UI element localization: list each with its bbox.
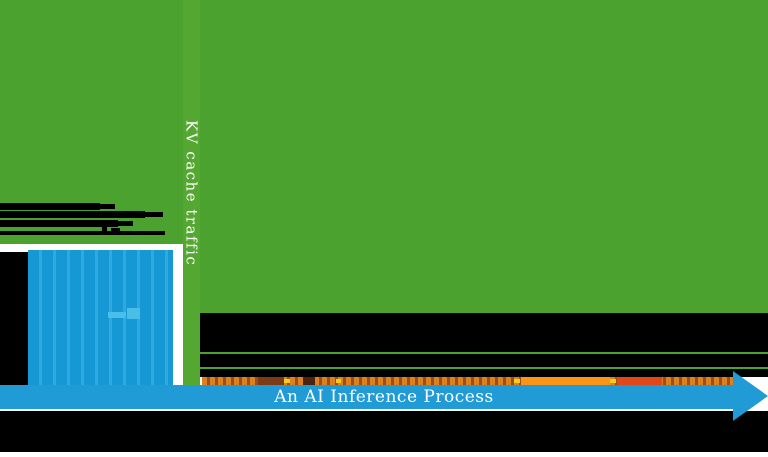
y-axis-bar bbox=[183, 0, 200, 386]
token-segment-bright-orange bbox=[521, 377, 610, 385]
redaction-bar-2-end bbox=[145, 212, 163, 217]
redacted-row-2 bbox=[200, 354, 768, 367]
redaction-bar-3-end bbox=[118, 221, 133, 226]
redaction-bar-1-end bbox=[100, 204, 115, 209]
redaction-bar-1 bbox=[0, 203, 100, 210]
y-axis-label: KV cache traffic bbox=[182, 119, 201, 267]
redaction-bar-4 bbox=[0, 231, 165, 235]
footer-redaction-band bbox=[0, 411, 768, 452]
token-segment-yellow-2 bbox=[336, 379, 341, 383]
prefill-highlight-mark bbox=[127, 308, 140, 319]
x-axis-label: An AI Inference Process bbox=[274, 387, 494, 407]
token-stream-band bbox=[202, 377, 735, 385]
prefill-block bbox=[28, 250, 173, 386]
x-axis-arrow-body bbox=[0, 385, 740, 409]
redaction-tick-2 bbox=[111, 228, 120, 231]
token-segment-yellow-1 bbox=[284, 379, 290, 383]
left-black-column bbox=[0, 252, 28, 386]
redacted-row-1 bbox=[200, 313, 768, 352]
token-segment-red bbox=[617, 377, 662, 385]
green-rule-1 bbox=[200, 352, 768, 354]
prefill-highlight-dash bbox=[108, 312, 126, 318]
redaction-tick-1 bbox=[102, 226, 107, 231]
token-segment-yellow-3 bbox=[514, 379, 520, 383]
token-segment-brown bbox=[258, 377, 284, 385]
token-segment-yellow-4 bbox=[610, 379, 616, 383]
green-area-right bbox=[200, 203, 768, 313]
redaction-bar-3 bbox=[0, 220, 118, 227]
x-axis-arrowhead bbox=[733, 371, 768, 421]
token-segment-dark bbox=[303, 377, 315, 385]
green-rule-2 bbox=[200, 367, 768, 369]
redacted-row-3 bbox=[200, 369, 768, 377]
redaction-bar-2 bbox=[0, 211, 145, 218]
green-area-top bbox=[0, 0, 768, 203]
